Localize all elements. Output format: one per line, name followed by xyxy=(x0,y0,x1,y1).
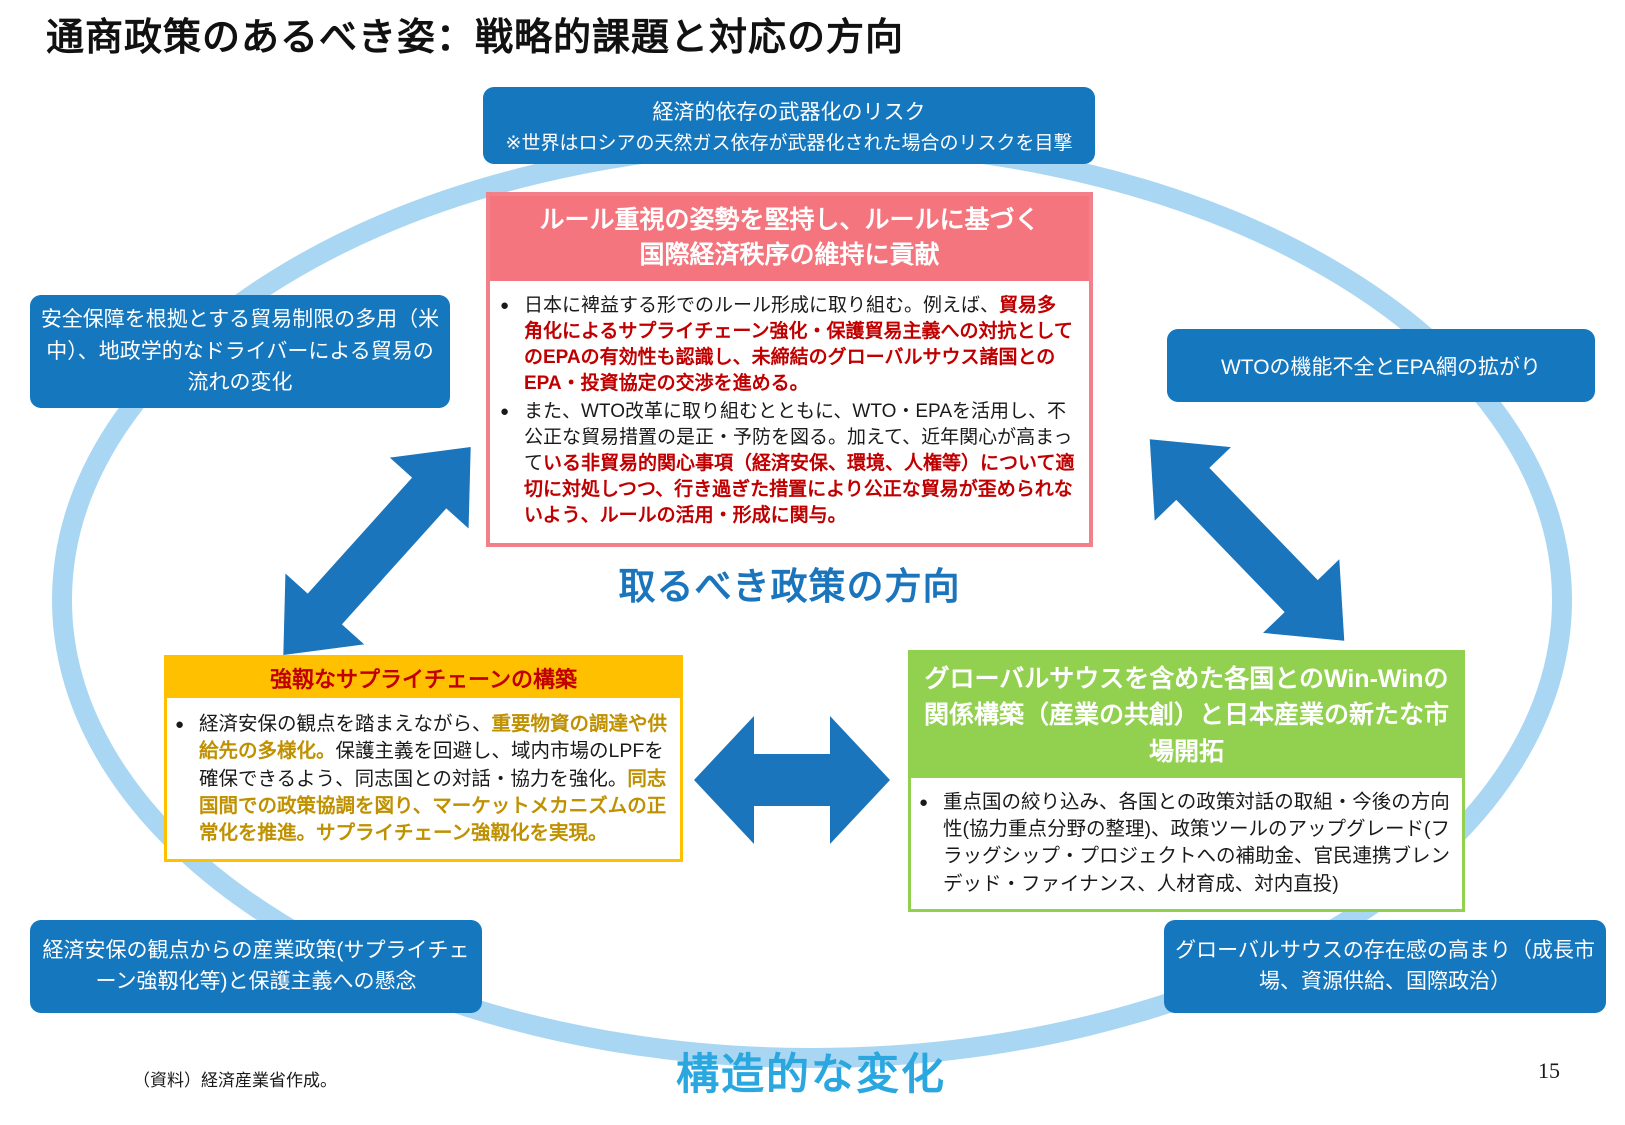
gs-box-title: グローバルサウスを含めた各国とのWin-Winの関係構築（産業の共創）と日本産業… xyxy=(911,653,1462,778)
rule-bullet-2-text: また、WTO改革に取り組むとともに、WTO・EPAを活用し、不公正な貿易措置の是… xyxy=(524,399,1075,529)
gs-bullet-text: 重点国の絞り込み、各国との政策対話の取組・今後の方向性(協力重点分野の整理)、政… xyxy=(943,790,1451,895)
bullet-icon: ● xyxy=(175,716,185,733)
rule-bullet-2: ● また、WTO改革に取り組むとともに、WTO・EPAを活用し、不公正な貿易措置… xyxy=(500,399,1075,529)
policy-box-supply-chain: 強靱なサプライチェーンの構築 ● 経済安保の観点を踏まえながら、重要物資の調達や… xyxy=(164,655,683,863)
risk-bottom-right-text: グローバルサウスの存在感の高まり（成長市場、資源供給、国際政治） xyxy=(1175,939,1595,993)
supply-box-body: ● 経済安保の観点を踏まえながら、重要物資の調達や供給先の多様化。保護主義を回避… xyxy=(167,698,680,859)
rule-box-title-line1: ルール重視の姿勢を堅持し、ルールに基づく xyxy=(539,206,1040,234)
risk-right-text: WTOの機能不全とEPA網の拡がり xyxy=(1220,355,1542,379)
page-number: 15 xyxy=(1538,1058,1560,1083)
rule-box-header: ルール重視の姿勢を堅持し、ルールに基づく 国際経済秩序の維持に貢献 xyxy=(490,196,1089,281)
rule-bullet-1-emphasis: 貿易多角化によるサプライチェーン強化・保護貿易主義への対抗としてのEPAの有効性… xyxy=(524,295,1073,395)
supply-bullet-plain2: 保護主義を回避し、域内市場のLPFを確保できるよう、同志国との対話・協力を強化。 xyxy=(199,740,664,790)
supply-bullet-emphasis1: 重要物資の調達や供給先の多様化。 xyxy=(199,713,668,763)
risk-box-security-trade-restrictions: 安全保障を根拠とする貿易制限の多用（米中）、地政学的なドライバーによる貿易の流れ… xyxy=(30,295,450,408)
supply-bullet-plain1: 経済安保の観点を踏まえながら、 xyxy=(199,713,492,735)
gs-box-body: ● 重点国の絞り込み、各国との政策対話の取組・今後の方向性(協力重点分野の整理)… xyxy=(911,778,1462,909)
source-note: （資料）経済産業省作成。 xyxy=(133,1071,337,1090)
risk-box-global-south-presence: グローバルサウスの存在感の高まり（成長市場、資源供給、国際政治） xyxy=(1164,920,1606,1013)
policy-box-rules-based-order: ルール重視の姿勢を堅持し、ルールに基づく 国際経済秩序の維持に貢献 ● 日本に裨… xyxy=(486,192,1093,548)
bullet-icon: ● xyxy=(500,297,510,314)
rule-bullet-1-plain: 日本に裨益する形でのルール形成に取り組む。例えば、 xyxy=(524,295,1000,316)
center-heading-policy-direction: 取るべき政策の方向 xyxy=(618,566,961,607)
supply-box-title: 強靱なサプライチェーンの構築 xyxy=(167,658,680,698)
rule-bullet-2-plain: また、WTO改革に取り組むとともに、WTO・EPAを活用し、不公正な貿易措置の是… xyxy=(524,401,1073,475)
policy-box-global-south: グローバルサウスを含めた各国とのWin-Winの関係構築（産業の共創）と日本産業… xyxy=(908,650,1465,912)
rule-bullet-2-emphasis: いる非貿易的関心事項（経済安保、環境、人権等）について適切に対処しつつ、行き過ぎ… xyxy=(524,453,1075,527)
risk-bottom-left-text: 経済安保の観点からの産業政策(サプライチェーン強靱化等)と保護主義への懸念 xyxy=(42,939,470,993)
gs-bullet: ● 重点国の絞り込み、各国との政策対話の取組・今後の方向性(協力重点分野の整理)… xyxy=(919,789,1454,898)
rule-bullet-1: ● 日本に裨益する形でのルール形成に取り組む。例えば、貿易多角化によるサプライチ… xyxy=(500,293,1075,397)
risk-top-line2: ※世界はロシアの天然ガス依存が武器化された場合のリスクを目撃 xyxy=(505,133,1073,154)
supply-bullet-text: 経済安保の観点を踏まえながら、重要物資の調達や供給先の多様化。保護主義を回避し、… xyxy=(199,711,670,847)
supply-bullet-emphasis2: 同志国間での政策協調を図り、マーケットメカニズムの正常化を推進。サプライチェーン… xyxy=(199,767,667,845)
bottom-heading-structural-change: 構造的な変化 xyxy=(676,1051,946,1099)
double-arrow-horizontal-icon xyxy=(694,716,890,844)
risk-box-wto-epa: WTOの機能不全とEPA網の拡がり xyxy=(1167,329,1595,402)
double-arrow-left-icon xyxy=(283,446,471,656)
page-title: 通商政策のあるべき姿：戦略的課題と対応の方向 xyxy=(46,17,905,59)
rule-box-title-line2: 国際経済秩序の維持に貢献 xyxy=(639,241,940,269)
bullet-icon: ● xyxy=(500,403,510,421)
risk-left-text: 安全保障を根拠とする貿易制限の多用（米中）、地政学的なドライバーによる貿易の流れ… xyxy=(40,308,440,395)
risk-box-weaponization: 経済的依存の武器化のリスク ※世界はロシアの天然ガス依存が武器化された場合のリス… xyxy=(483,87,1095,164)
rule-bullet-1-text: 日本に裨益する形でのルール形成に取り組む。例えば、貿易多角化によるサプライチェー… xyxy=(524,293,1075,397)
supply-bullet: ● 経済安保の観点を踏まえながら、重要物資の調達や供給先の多様化。保護主義を回避… xyxy=(175,711,670,847)
risk-box-industrial-policy: 経済安保の観点からの産業政策(サプライチェーン強靱化等)と保護主義への懸念 xyxy=(30,920,482,1013)
bullet-icon: ● xyxy=(919,793,929,811)
double-arrow-right-icon xyxy=(1149,439,1345,641)
risk-top-line1: 経済的依存の武器化のリスク xyxy=(652,101,926,124)
rule-box-body: ● 日本に裨益する形でのルール形成に取り組む。例えば、貿易多角化によるサプライチ… xyxy=(490,281,1089,543)
